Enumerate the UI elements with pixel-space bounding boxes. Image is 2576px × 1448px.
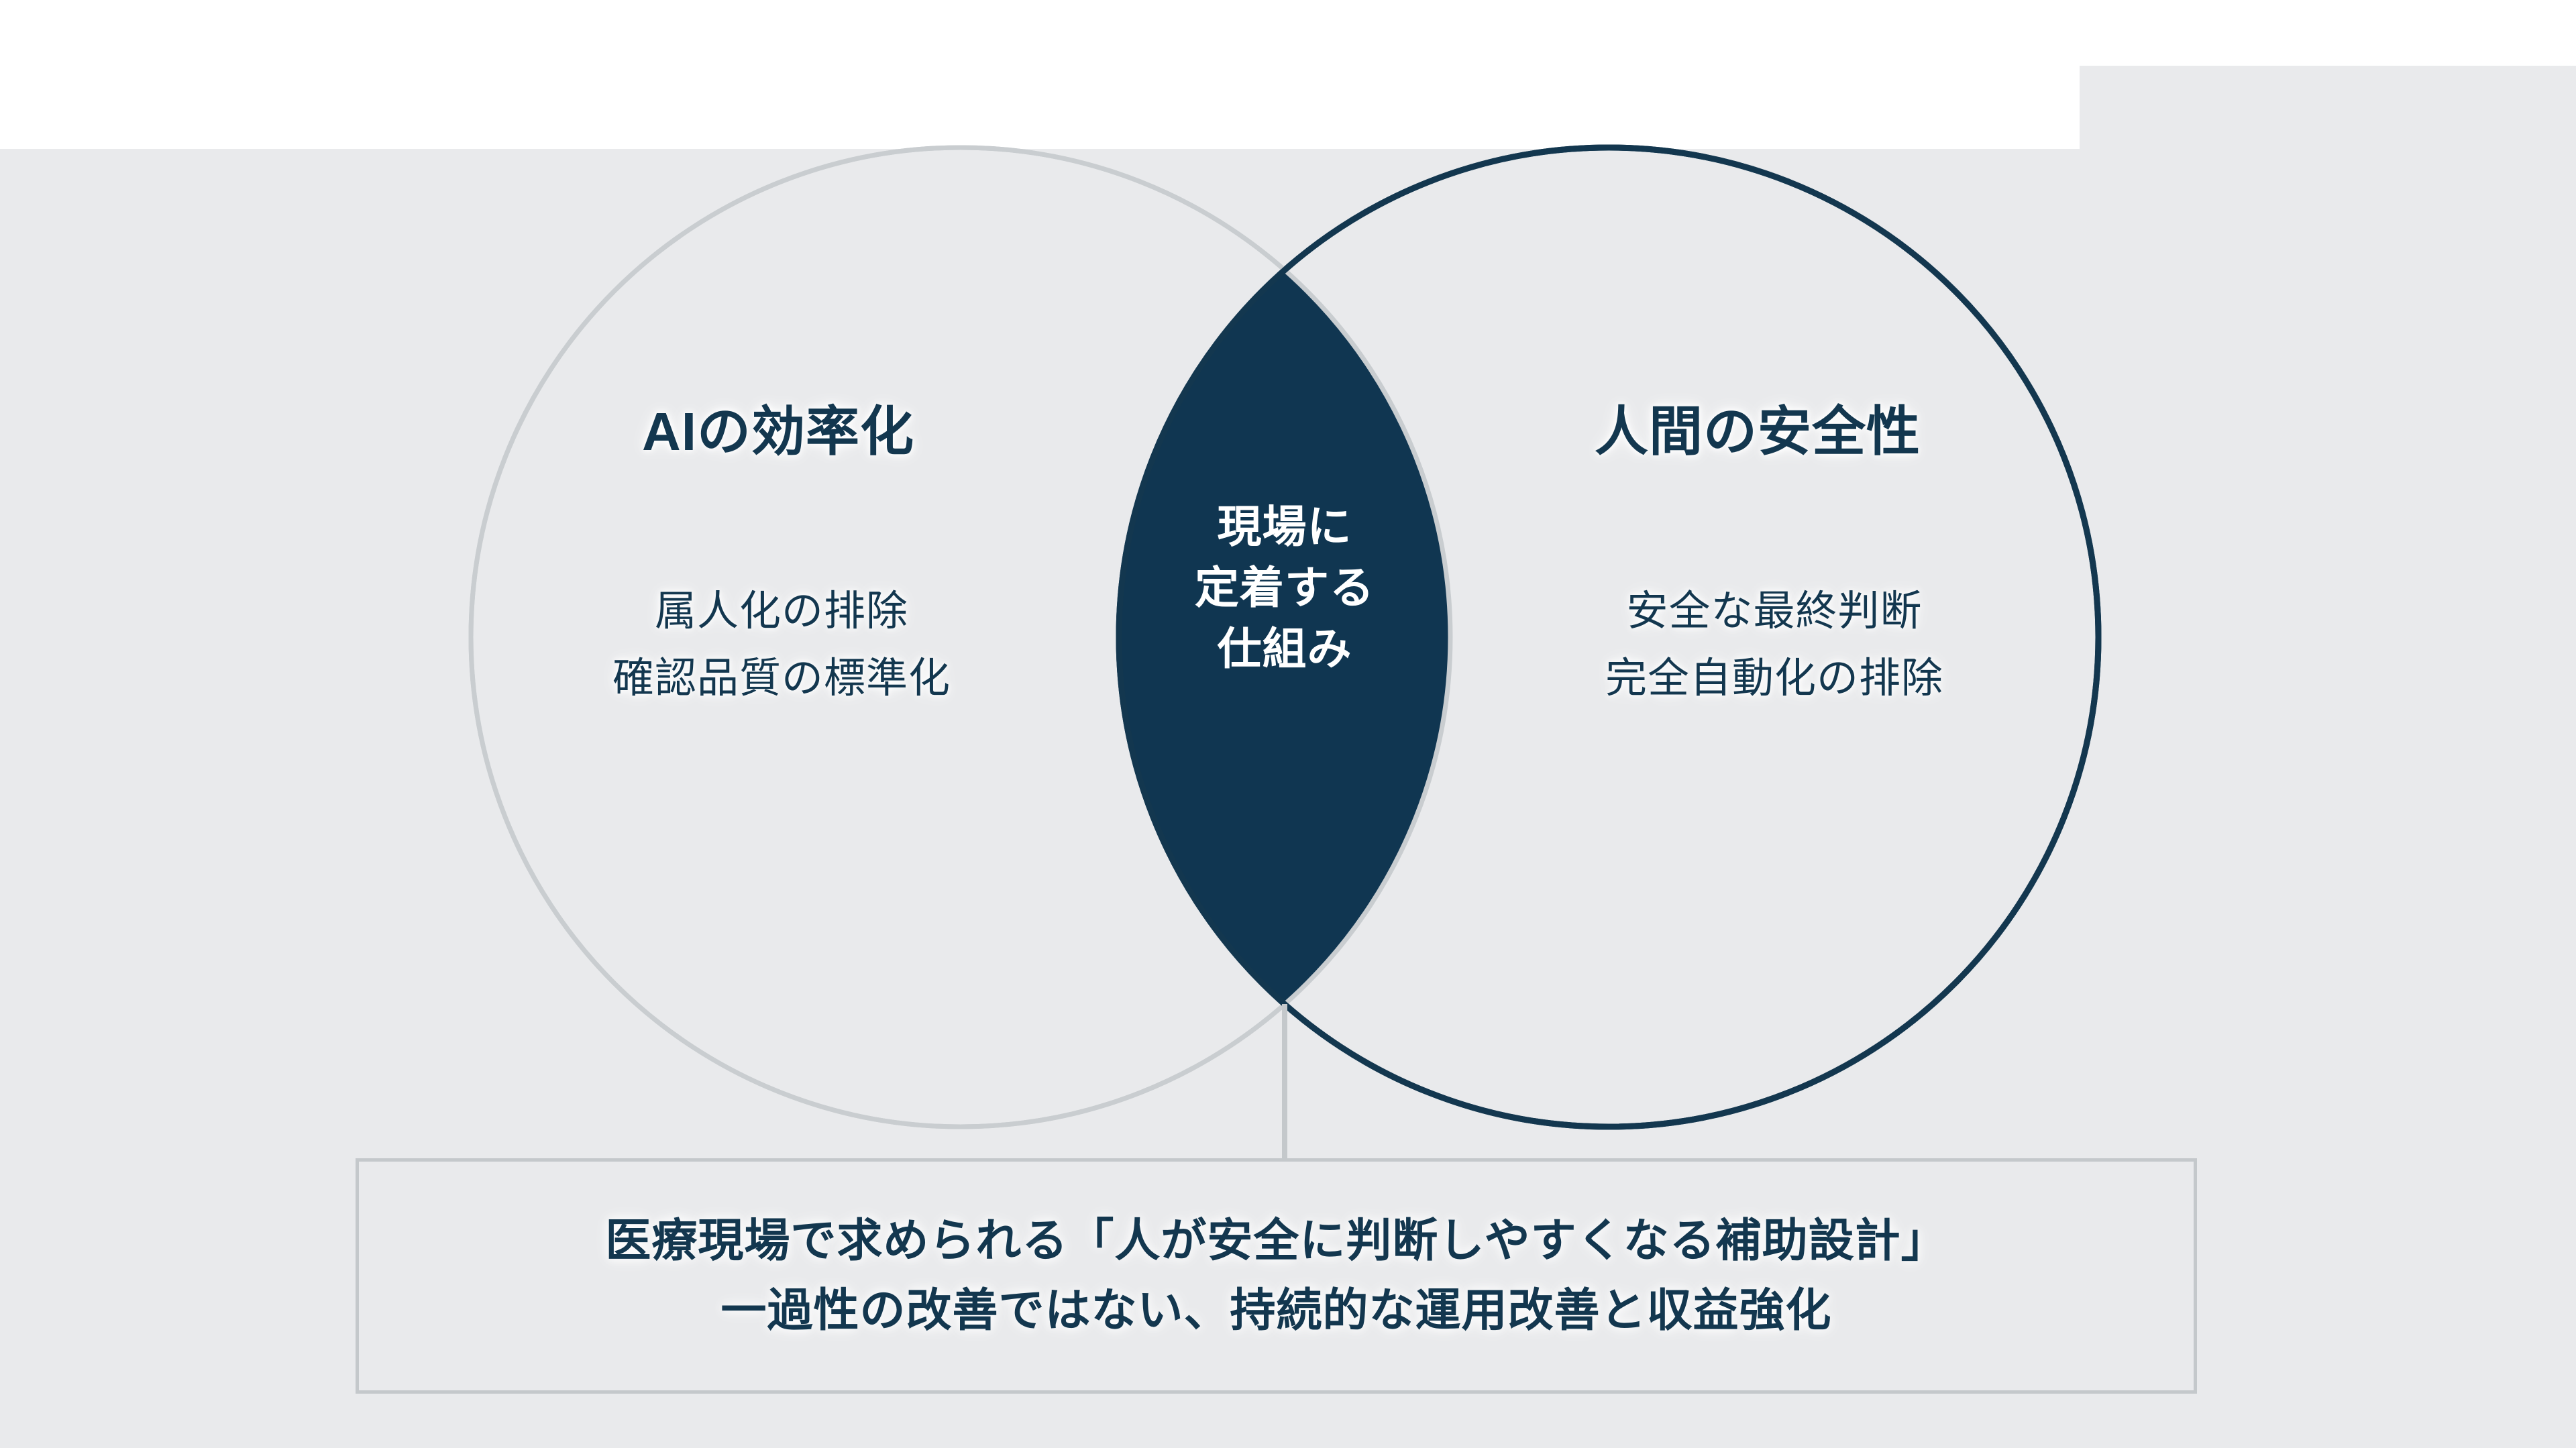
right-circle-item-1: 安全な最終判断 (1626, 588, 1923, 634)
caption-box: 医療現場で求められる「人が安全に判断しやすくなる補助設計」 一過性の改善ではない… (356, 1158, 2197, 1394)
left-circle-item-2: 確認品質の標準化 (612, 655, 951, 702)
right-circle-item-2: 完全自動化の排除 (1605, 655, 1943, 702)
intersection-line-2: 定着する (1195, 563, 1375, 613)
caption-line-1: 医療現場で求められる「人が安全に判断しやすくなる補助設計」 (605, 1215, 1947, 1267)
caption-line-2: 一過性の改善ではない、持続的な運用改善と収益強化 (720, 1284, 1832, 1336)
left-circle-title: AIの効率化 (642, 402, 914, 461)
left-circle-item-1: 属人化の排除 (654, 588, 908, 634)
right-circle-items: 安全な最終判断 完全自動化の排除 (1462, 578, 2086, 713)
right-circle-outline (1116, 144, 2102, 1130)
intersection-lens (1119, 148, 1450, 1127)
background-band-upper-right (2080, 66, 2576, 149)
intersection-line-1: 現場に (1217, 502, 1352, 551)
left-circle-outline (468, 145, 1453, 1129)
left-circle-items: 属人化の排除 確認品質の標準化 (470, 578, 1093, 713)
background-band-lower (0, 1130, 2576, 1448)
intersection-line-3: 仕組み (1217, 624, 1352, 674)
right-circle-title: 人間の安全性 (1595, 402, 1921, 461)
intersection-label: 現場に 定着する 仕組み (1080, 496, 1489, 679)
